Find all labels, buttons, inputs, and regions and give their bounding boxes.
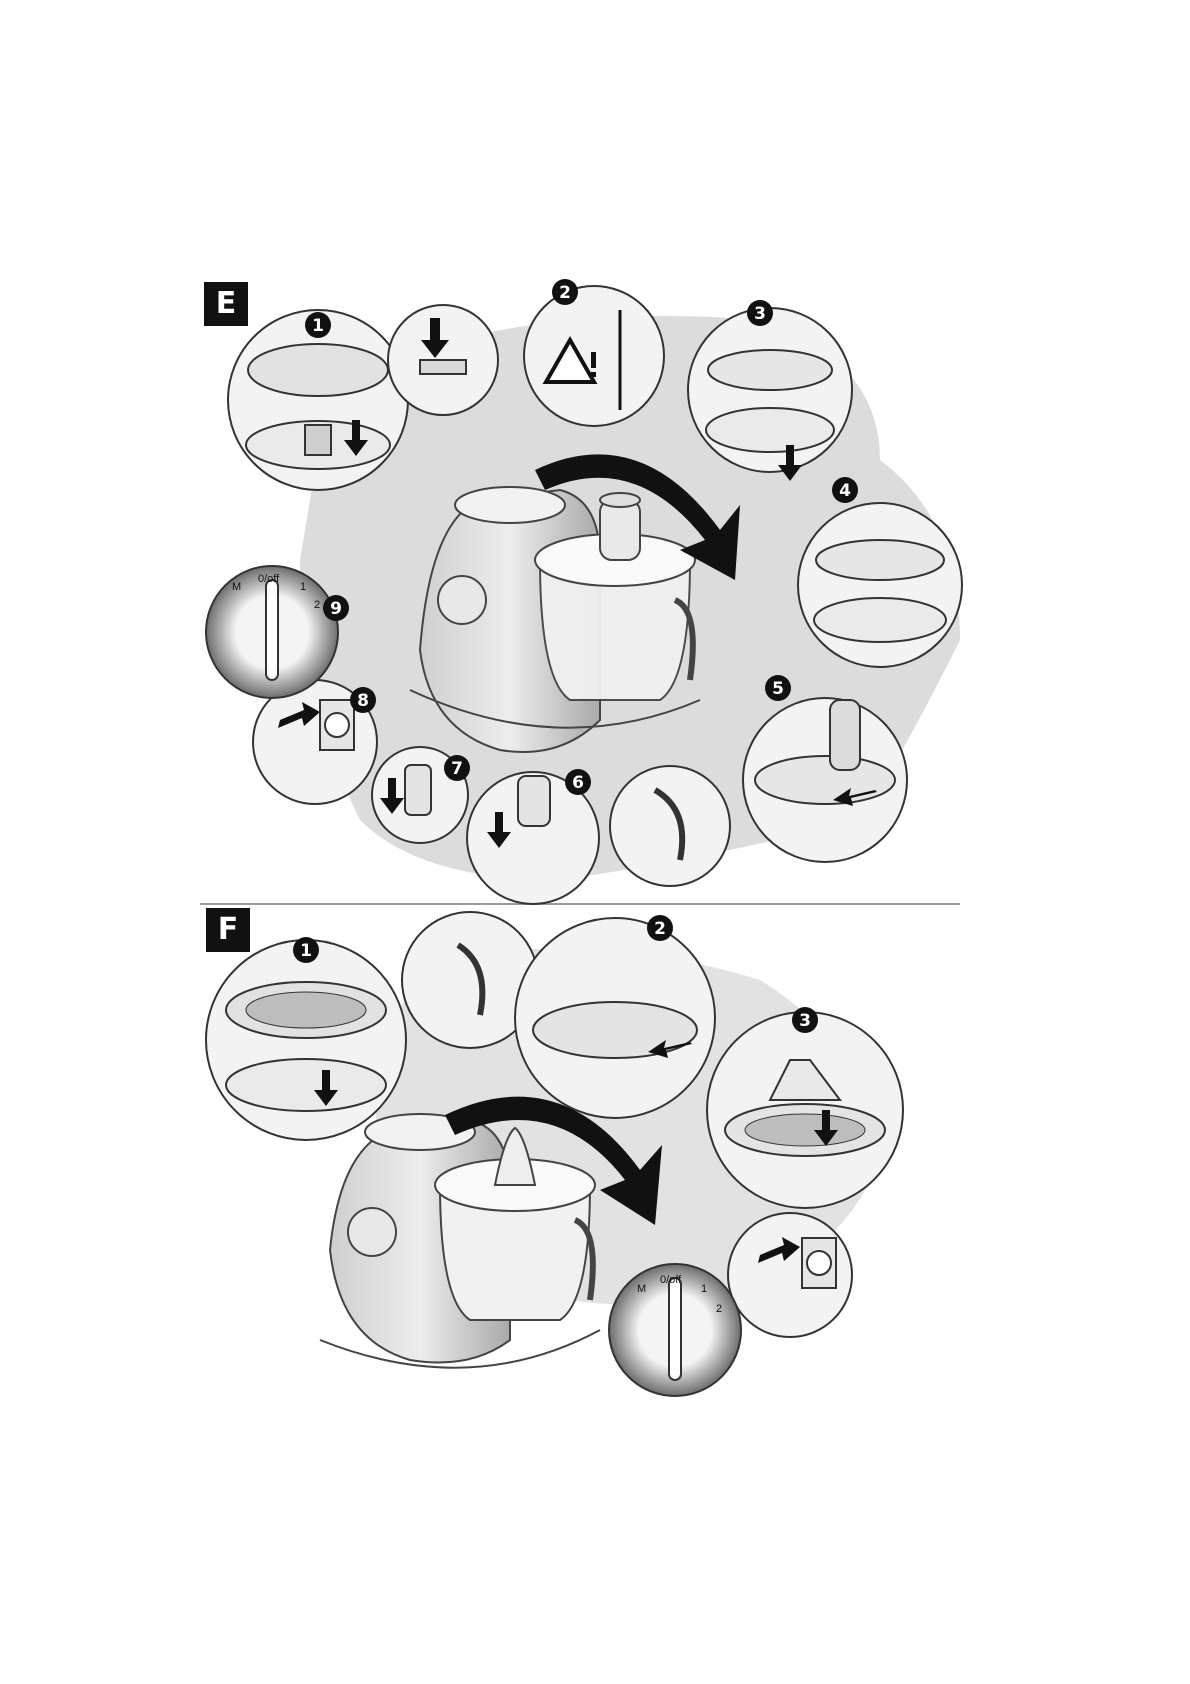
step-badge-e-5: 5 (765, 675, 791, 701)
step-badge-f-3: 3 (792, 1007, 818, 1033)
dial-label-m: M (232, 581, 241, 593)
svg-text:6: 6 (572, 773, 584, 793)
step-badge-f-1: 1 (293, 937, 319, 963)
e-step-5-detail (743, 698, 907, 862)
step-badge-f-2: 2 (647, 915, 673, 941)
f-step-2-detail (515, 918, 715, 1118)
svg-text:5: 5 (772, 679, 784, 699)
dial-label-off: 0/off (258, 573, 280, 585)
step-badge-e-8: 8 (350, 687, 376, 713)
f-dial-label-off: 0/off (660, 1274, 682, 1286)
e-step-2-detail (524, 286, 664, 426)
dial-label-1: 1 (300, 581, 306, 593)
svg-text:1: 1 (300, 941, 312, 961)
f-dial-detail: M 0/off 1 2 (609, 1264, 741, 1396)
e-step-9-detail: M 0/off 1 2 (206, 566, 338, 698)
e-step-4-detail (798, 503, 962, 667)
step-badge-e-1: 1 (305, 312, 331, 338)
svg-text:8: 8 (357, 691, 369, 711)
f-step-1-detail (206, 940, 406, 1140)
svg-text:7: 7 (451, 759, 463, 779)
e-feed-tube (600, 500, 640, 560)
step-badge-e-9: 9 (323, 595, 349, 621)
f-dial-label-2: 2 (716, 1303, 722, 1315)
step-badge-e-7: 7 (444, 755, 470, 781)
f-step-3-detail (707, 1012, 903, 1208)
svg-text:2: 2 (559, 283, 571, 303)
f-plug-detail (728, 1213, 852, 1337)
e-step-5b-detail (610, 766, 730, 886)
svg-text:1: 1 (312, 316, 324, 336)
step-badge-e-2: 2 (552, 279, 578, 305)
svg-text:2: 2 (654, 919, 666, 939)
svg-text:3: 3 (754, 304, 766, 324)
step-badge-e-6: 6 (565, 769, 591, 795)
svg-text:4: 4 (839, 481, 851, 501)
step-badge-e-4: 4 (832, 477, 858, 503)
f-dial-label-1: 1 (701, 1283, 707, 1295)
svg-text:3: 3 (799, 1011, 811, 1031)
e-step-1b-detail (388, 305, 498, 415)
step-badge-e-3: 3 (747, 300, 773, 326)
dial-label-2: 2 (314, 599, 320, 611)
e-control-knob (438, 576, 486, 624)
svg-text:9: 9 (330, 599, 342, 619)
f-dial-label-m: M (637, 1283, 646, 1295)
f-control-knob (348, 1208, 396, 1256)
